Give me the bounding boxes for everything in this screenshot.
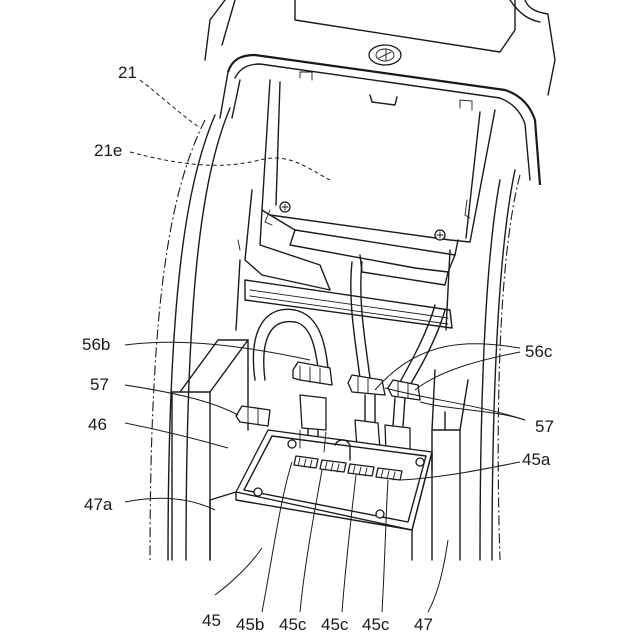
plate-screw-br: [376, 510, 384, 518]
label-47a: 47a: [84, 495, 113, 514]
label-45b: 45b: [236, 615, 264, 634]
label-45c-3: 45c: [362, 615, 390, 634]
label-45: 45: [202, 611, 221, 630]
label-46: 46: [88, 415, 107, 434]
mounting-rail: [236, 250, 452, 330]
top-cap: [220, 0, 555, 185]
reference-labels: 21 21e 56b 56c 57 57 46 45a 47a 45 45b 4…: [82, 63, 554, 634]
plate-screw-tr: [416, 458, 424, 466]
terminal-plate-45: [210, 430, 432, 560]
label-56b: 56b: [82, 335, 110, 354]
label-21: 21: [118, 63, 137, 82]
label-57-left: 57: [90, 375, 109, 394]
clamp-left-wall: [236, 406, 270, 426]
inner-panel-21e: [238, 80, 495, 290]
label-57-right: 57: [535, 417, 554, 436]
plate-screw-tl: [288, 440, 296, 448]
label-45a: 45a: [522, 450, 551, 469]
cables: [253, 262, 445, 450]
clamp-56b: [293, 362, 332, 385]
label-47: 47: [414, 615, 433, 634]
label-56c: 56c: [525, 342, 553, 361]
label-21e: 21e: [94, 141, 122, 160]
label-45c-1: 45c: [279, 615, 307, 634]
label-45c-2: 45c: [321, 615, 349, 634]
plate-screw-bl: [254, 488, 262, 496]
